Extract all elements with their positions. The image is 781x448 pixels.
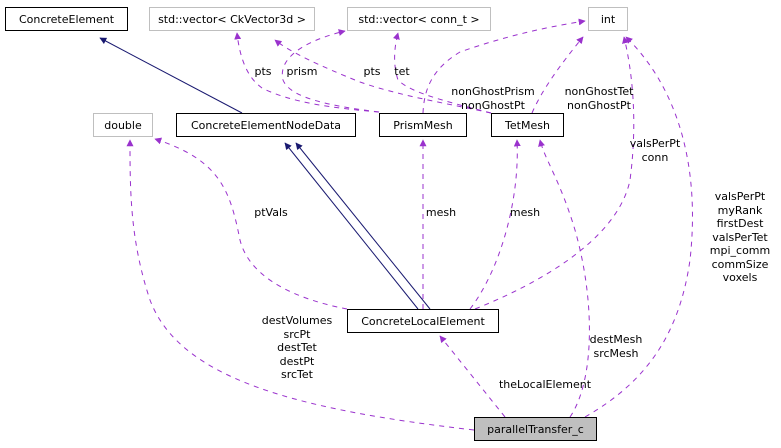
node-vector-conn-t[interactable]: std::vector< conn_t > (347, 7, 491, 31)
node-double[interactable]: double (93, 113, 153, 137)
edge-tet-to-vecck-pts (274, 39, 492, 114)
edge-label-ptvals: ptVals (254, 206, 288, 219)
node-tet-mesh[interactable]: TetMesh (491, 113, 564, 137)
edge-cle-to-tet (469, 139, 521, 310)
node-prism-mesh[interactable]: PrismMesh (379, 113, 467, 137)
node-int[interactable]: int (588, 7, 628, 31)
edge-label-prism: prism (286, 65, 318, 78)
edge-pt-to-tet (538, 139, 590, 418)
edge-label-mesh-prism: mesh (425, 206, 457, 219)
node-parallel-transfer-c[interactable]: parallelTransfer_c (474, 417, 597, 441)
edge-label-tet: tet (394, 65, 410, 78)
edge-cle-to-cend-b (295, 142, 431, 310)
edge-cle-to-cend-a (284, 142, 419, 310)
edge-cend-to-concrete-element (99, 37, 243, 114)
edge-prism-to-vecconn-prism (281, 29, 380, 113)
edge-pt-to-double (126, 139, 475, 431)
edge-cle-to-int (474, 36, 635, 310)
edge-label-the-local-element: theLocalElement (498, 378, 592, 391)
node-concrete-element-node-data[interactable]: ConcreteElementNodeData (176, 113, 356, 137)
node-concrete-element[interactable]: ConcreteElement (5, 7, 128, 31)
edge-tet-to-vecconn-tet (392, 32, 492, 114)
edge-label-pts-tet: pts (363, 65, 381, 78)
node-concrete-local-element[interactable]: ConcreteLocalElement (347, 309, 499, 333)
edge-cle-to-double (154, 137, 348, 310)
edge-label-pts-prism: pts (254, 65, 272, 78)
edge-prism-to-int (422, 18, 586, 114)
edge-label-mesh-tet: mesh (509, 206, 541, 219)
edge-tet-to-int (531, 36, 584, 114)
edge-pt-to-cle (439, 335, 506, 418)
node-vector-ckvector3d[interactable]: std::vector< CkVector3d > (149, 7, 315, 31)
